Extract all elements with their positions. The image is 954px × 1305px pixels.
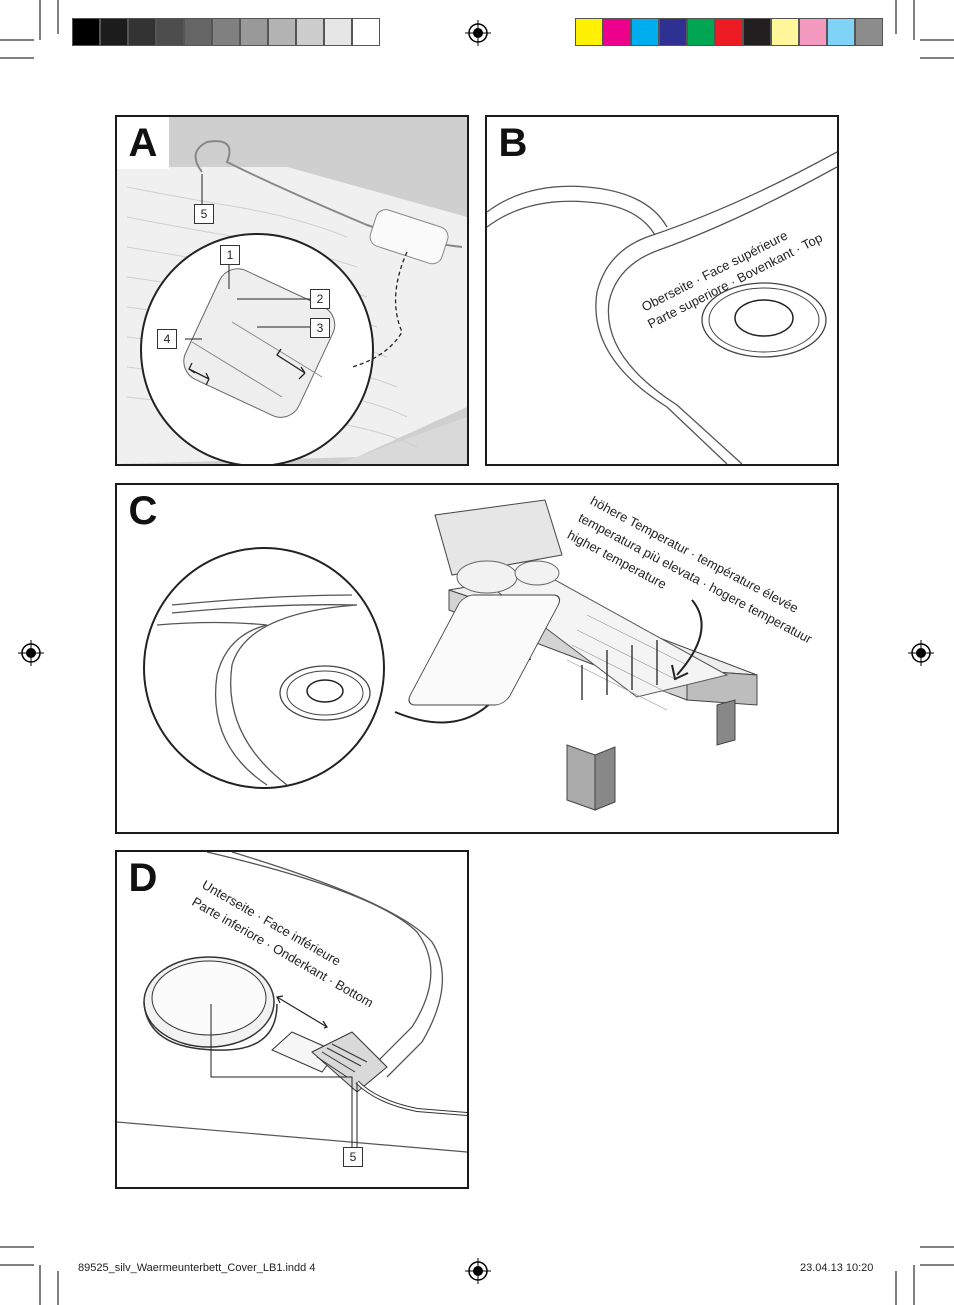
color-swatch <box>100 18 128 46</box>
color-swatch <box>687 18 715 46</box>
panel-b-illustration <box>487 151 837 464</box>
callout-2: 2 <box>310 289 330 309</box>
color-swatch <box>324 18 352 46</box>
footer-timestamp: 23.04.13 10:20 <box>800 1262 874 1274</box>
color-swatch <box>240 18 268 46</box>
color-swatch <box>659 18 687 46</box>
color-swatch <box>184 18 212 46</box>
color-swatch <box>352 18 380 46</box>
callout-4: 4 <box>157 329 177 349</box>
panel-d: D 5 Unterseite · Face inférieure Parte i… <box>115 850 469 1189</box>
color-swatch <box>268 18 296 46</box>
color-swatch <box>855 18 883 46</box>
panel-letter-c: C <box>117 485 169 537</box>
callout-3: 3 <box>310 318 330 338</box>
color-swatch <box>212 18 240 46</box>
panel-letter-d: D <box>117 852 169 904</box>
callout-5-bottom: 5 <box>343 1147 363 1167</box>
color-swatch <box>603 18 631 46</box>
color-swatch <box>715 18 743 46</box>
color-swatch <box>827 18 855 46</box>
color-swatch <box>799 18 827 46</box>
callout-1: 1 <box>220 245 240 265</box>
panel-letter-b: B <box>487 117 539 169</box>
color-swatch <box>296 18 324 46</box>
panel-c-illustration <box>143 499 758 811</box>
color-swatch <box>156 18 184 46</box>
color-swatch <box>72 18 100 46</box>
color-swatch <box>631 18 659 46</box>
color-swatch <box>743 18 771 46</box>
callout-5: 5 <box>194 204 214 224</box>
registration-mark-icon <box>465 20 491 46</box>
panel-d-illustration <box>117 852 467 1153</box>
registration-mark-icon <box>908 640 934 666</box>
registration-mark-icon <box>18 640 44 666</box>
panel-a-illustration <box>117 117 467 464</box>
panel-letter-a: A <box>117 117 169 169</box>
color-swatch <box>128 18 156 46</box>
footer-filename: 89525_silv_Waermeunterbett_Cover_LB1.ind… <box>78 1262 316 1274</box>
panel-b: B Oberseite · Face supérieure Parte supe… <box>485 115 839 466</box>
panel-c: C höhere Temperatur · température élevée… <box>115 483 839 834</box>
panel-a: A 5 1 2 3 4 <box>115 115 469 466</box>
color-swatch <box>771 18 799 46</box>
color-swatch <box>575 18 603 46</box>
registration-mark-icon <box>465 1258 491 1284</box>
